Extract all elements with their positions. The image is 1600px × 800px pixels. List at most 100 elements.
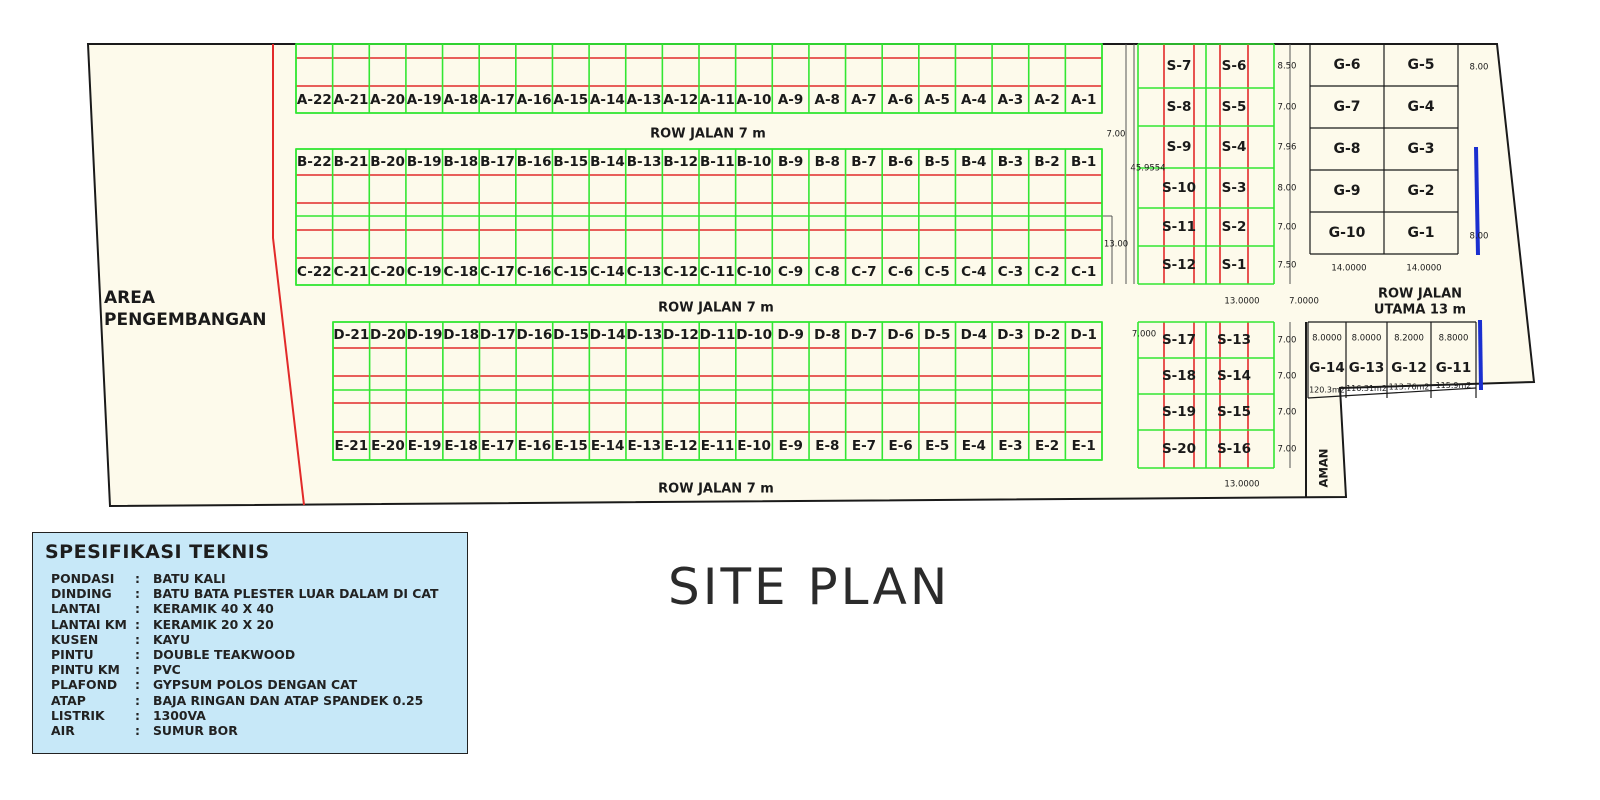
dimension-label: 7.00 [1278, 408, 1297, 418]
block-outline [332, 321, 1103, 461]
lot-label: D-13 [626, 327, 662, 343]
spec-row: PINTU:DOUBLE TEAKWOOD [45, 647, 455, 662]
lot-label: C-14 [590, 264, 625, 280]
lot-label: C-2 [1034, 264, 1059, 280]
lot-label: C-21 [334, 264, 369, 280]
spec-value: BAJA RINGAN DAN ATAP SPANDEK 0.25 [153, 692, 424, 708]
lot-label: D-5 [924, 327, 950, 343]
lot-label: B-3 [998, 154, 1023, 170]
area-label: 115.9m2 [1436, 381, 1472, 390]
dimension-label: 7.00 [1278, 445, 1297, 455]
lot-label: C-19 [407, 264, 442, 280]
spec-row: KUSEN:KAYU [45, 632, 455, 647]
lot-label: A-16 [517, 92, 552, 108]
spec-value: KAYU [153, 631, 191, 647]
lot-label: D-21 [333, 327, 369, 343]
block-outline [295, 148, 1103, 286]
lot-label: A-7 [851, 92, 876, 108]
lot-label: B-9 [778, 154, 803, 170]
lot-label: S-4 [1222, 139, 1247, 155]
lot-label: S-13 [1217, 332, 1251, 348]
lot-label: S-16 [1217, 441, 1251, 457]
lot-label: D-8 [814, 327, 840, 343]
lot-label: G-14 [1309, 360, 1344, 376]
lot-label: D-14 [590, 327, 626, 343]
lot-label: S-5 [1222, 99, 1247, 115]
lot-label: E-10 [737, 438, 771, 454]
dimension-label: 7.00 [1278, 336, 1297, 346]
lot-label: D-6 [887, 327, 913, 343]
lot-label: A-15 [553, 92, 588, 108]
lot-label: C-17 [480, 264, 515, 280]
lot-label: E-7 [852, 438, 876, 454]
lot-label: C-16 [517, 264, 552, 280]
lot-label: A-21 [334, 92, 369, 108]
lot-label: G-7 [1333, 99, 1360, 115]
spec-row: DINDING:BATU BATA PLESTER LUAR DALAM DI … [45, 586, 455, 601]
lot-label: B-7 [851, 154, 876, 170]
lot-label: D-18 [443, 327, 479, 343]
lot-label: S-12 [1162, 257, 1196, 273]
spec-colon: : [135, 692, 140, 708]
lot-label: E-11 [701, 438, 735, 454]
spec-row: PONDASI:BATU KALI [45, 571, 455, 586]
lot-label: C-20 [370, 264, 405, 280]
lot-label: A-2 [1034, 92, 1059, 108]
lot-label: S-15 [1217, 404, 1251, 420]
lot-label: B-8 [815, 154, 840, 170]
lot-label: B-19 [407, 154, 442, 170]
spec-key: KUSEN [51, 631, 99, 647]
security-post-label: AMAN [1317, 449, 1331, 488]
lot-label: A-19 [407, 92, 442, 108]
dimension-label: 14.0000 [1331, 264, 1366, 274]
dimension-label: 14.0000 [1406, 264, 1441, 274]
lot-label: C-12 [663, 264, 698, 280]
lot-label: S-11 [1162, 219, 1196, 235]
spec-row: LISTRIK:1300VA [45, 708, 455, 723]
lot-label: S-18 [1162, 368, 1196, 384]
lot-label: C-1 [1071, 264, 1096, 280]
lot-label: C-7 [851, 264, 876, 280]
lot-label: S-3 [1222, 180, 1247, 196]
lot-label: C-10 [737, 264, 772, 280]
lot-label: A-14 [590, 92, 625, 108]
lot-label: D-17 [480, 327, 516, 343]
spec-key: LANTAI KM [51, 616, 127, 632]
lot-label: B-14 [590, 154, 625, 170]
spec-key: PINTU KM [51, 662, 120, 678]
lot-label: D-10 [736, 327, 772, 343]
lot-label: E-20 [371, 438, 405, 454]
lot-label: D-16 [516, 327, 552, 343]
spec-colon: : [135, 601, 140, 617]
lot-label: A-12 [663, 92, 698, 108]
lot-label: A-9 [778, 92, 803, 108]
dimension-label: 7.00 [1278, 103, 1297, 113]
lot-label: E-17 [481, 438, 515, 454]
lot-label: A-1 [1071, 92, 1096, 108]
lot-label: B-4 [961, 154, 986, 170]
spec-row: PINTU KM:PVC [45, 662, 455, 677]
lot-label: A-20 [370, 92, 405, 108]
spec-value: DOUBLE TEAKWOOD [153, 647, 296, 663]
lot-label: C-5 [925, 264, 950, 280]
block-outline [295, 43, 1103, 114]
lot-label: D-12 [663, 327, 699, 343]
spec-key: AIR [51, 723, 75, 739]
spec-row: ATAP:BAJA RINGAN DAN ATAP SPANDEK 0.25 [45, 693, 455, 708]
lot-label: G-3 [1407, 141, 1434, 157]
lot-label: G-12 [1391, 360, 1426, 376]
lot-label: E-9 [779, 438, 803, 454]
spec-value: PVC [153, 662, 181, 678]
lot-label: G-4 [1407, 99, 1434, 115]
lot-label: S-6 [1222, 58, 1247, 74]
dimension-label: 7.00 [1278, 223, 1297, 233]
spec-row: LANTAI KM:KERAMIK 20 X 20 [45, 617, 455, 632]
dimension-label: 7.00 [1107, 130, 1126, 140]
road-label: UTAMA 13 m [1374, 303, 1466, 318]
lot-label: E-12 [664, 438, 698, 454]
spec-colon: : [135, 586, 140, 602]
spec-key: LANTAI [51, 601, 101, 617]
